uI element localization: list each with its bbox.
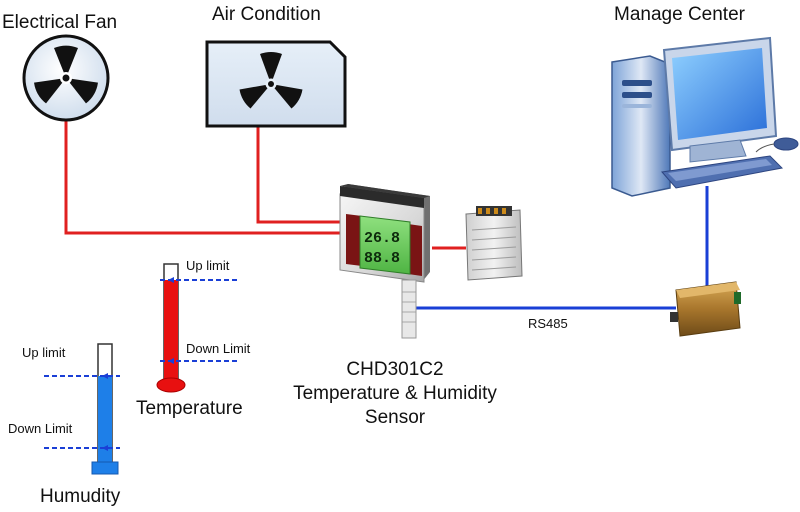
- converter-icon: [670, 281, 741, 337]
- hygrometer-icon: [44, 343, 120, 475]
- rs485-label: RS485: [528, 316, 568, 331]
- temp-down-limit-label: Down Limit: [186, 341, 251, 356]
- display-top-reading: 26.8: [364, 230, 400, 247]
- air-condition-label: Air Condition: [212, 4, 321, 25]
- thermometer-icon: [156, 263, 240, 393]
- hum-down-limit-label: Down Limit: [8, 421, 73, 436]
- computer-icon: [611, 36, 799, 197]
- hum-up-limit-label: Up limit: [22, 345, 66, 360]
- signal-wires: [412, 186, 709, 310]
- temperature-label: Temperature: [136, 398, 243, 419]
- sensor-name-line1: Temperature & Humidity: [293, 383, 497, 404]
- temp-up-limit-label: Up limit: [186, 258, 230, 273]
- sensor-name-line2: Sensor: [364, 407, 426, 428]
- manage-center-label: Manage Center: [614, 4, 745, 25]
- sensor-device-icon: 26.8 88.8: [339, 184, 430, 339]
- power-supply-icon: [465, 206, 523, 281]
- electrical-fan-label: Electrical Fan: [2, 12, 118, 33]
- power-wires: [64, 116, 466, 250]
- fan-icon: [22, 34, 110, 122]
- air-conditioner-icon: [205, 40, 347, 128]
- humidity-label: Humudity: [40, 486, 121, 507]
- sensor-model-label: CHD301C2: [346, 359, 444, 380]
- fan-power-wire: [64, 116, 340, 235]
- sensor-caption: CHD301C2 Temperature & Humidity Sensor: [270, 358, 520, 430]
- ac-power-wire: [256, 126, 340, 224]
- display-bottom-reading: 88.8: [364, 250, 400, 267]
